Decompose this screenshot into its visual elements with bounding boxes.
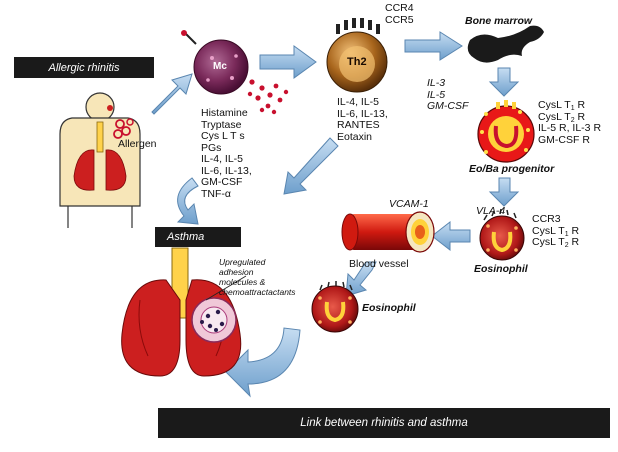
receptor-item: CysL T2 R	[538, 110, 586, 124]
progenitor-receptor-list: CysL T1 R CysL T2 R IL-5 R, IL-3 R GM-CS…	[538, 99, 602, 146]
mediator-item: PGs	[201, 141, 222, 154]
eo-ba-progenitor-cell	[477, 100, 535, 163]
mediator-item: GM-CSF	[201, 176, 243, 188]
arrow-marrow-to-progenitor	[488, 67, 520, 97]
arrow-th2-to-bone-marrow	[404, 31, 463, 61]
ccr5-label: CCR5	[385, 14, 414, 26]
allergen-particles	[113, 118, 134, 139]
mediator-item: Tryptase	[201, 118, 242, 131]
th2-cell-label: Th2	[347, 56, 367, 68]
arrow-curved-rhinitis-to-asthma	[176, 177, 199, 225]
allergic-rhinitis-banner: Allergic rhinitis	[14, 57, 154, 78]
adhesion-note-line: Upregulated	[219, 257, 266, 267]
arrow-person-to-mast-cell	[151, 73, 193, 115]
eosinophil-bottom-cell	[311, 281, 359, 333]
receptor-item: CysL T1 R	[538, 99, 586, 112]
mediator-item: Cys L T s	[201, 130, 245, 142]
allergen-label: Allergen	[118, 138, 157, 150]
arrow-mast-cell-to-th2	[259, 45, 317, 79]
arrow-th2-to-asthma	[283, 137, 339, 195]
receptor-item: CysL T2 R	[532, 236, 580, 249]
mediator-item: TNF-α	[201, 187, 231, 200]
growth-factor-item: IL-3	[427, 77, 446, 89]
adhesion-note-line: adhesion	[219, 267, 254, 277]
cytokine-item: IL-6, IL-13,	[337, 107, 388, 120]
mast-cell-label: Mc	[213, 61, 227, 72]
arrow-progenitor-to-eosinophil	[488, 177, 520, 207]
ccr4-label: CCR4	[385, 2, 414, 14]
eosinophil-right-cell	[479, 208, 525, 261]
asthma-banner: Asthma	[155, 227, 241, 247]
blood-vessel	[341, 211, 435, 253]
growth-factor-item: GM-CSF	[427, 100, 469, 112]
blood-vessel-label: Blood vessel	[349, 258, 409, 270]
th2-cytokine-list: IL-4, IL-5 IL-6, IL-13, RANTES Eotaxin	[337, 96, 388, 143]
arrow-curved-eosinophil-to-lungs	[225, 327, 301, 398]
receptor-item: GM-CSF R	[538, 133, 590, 146]
receptor-item: CysL T1 R	[532, 224, 580, 238]
eosinophil-receptor-list: CCR3 CysL T1 R CysL T2 R	[532, 213, 580, 249]
mast-cell-granules	[247, 79, 289, 115]
eo-ba-progenitor-label: Eo/Ba progenitor	[469, 163, 555, 175]
eosinophil-bottom-label: Eosinophil	[362, 302, 416, 314]
th2-cell	[326, 18, 388, 93]
mast-cell	[181, 30, 249, 95]
receptor-item: IL-5 R, IL-3 R	[538, 122, 602, 134]
mediator-item: Histamine	[201, 107, 248, 119]
bone-marrow-label: Bone marrow	[465, 15, 533, 27]
adhesion-note-line: molecules &	[219, 277, 266, 287]
person-figure	[59, 92, 141, 228]
adhesion-note-line: chemoattractactants	[219, 287, 296, 297]
vla4-label: VLA-4	[476, 205, 506, 217]
arrow-eosinophil-to-vessel	[431, 220, 471, 252]
mediator-item: IL-6, IL-13,	[201, 164, 252, 177]
receptor-item: CCR3	[532, 213, 561, 225]
cytokine-item: IL-4, IL-5	[337, 96, 380, 108]
adhesion-note: Upregulated adhesion molecules & chemoat…	[219, 257, 296, 297]
cytokine-item: RANTES	[337, 119, 380, 131]
asthma-lungs	[121, 247, 247, 377]
bone-marrow-shape	[467, 25, 544, 63]
eosinophil-right-label: Eosinophil	[474, 263, 528, 275]
mediator-item: IL-4, IL-5	[201, 153, 244, 165]
cytokine-item: Eotaxin	[337, 130, 373, 143]
link-banner: Link between rhinitis and asthma	[158, 408, 610, 438]
growth-factor-item: IL-5	[427, 88, 446, 101]
vcam1-label: VCAM-1	[389, 198, 429, 210]
mediator-list: Histamine Tryptase Cys L T s PGs IL-4, I…	[201, 107, 252, 200]
growth-factor-list: IL-3 IL-5 GM-CSF	[427, 77, 469, 113]
